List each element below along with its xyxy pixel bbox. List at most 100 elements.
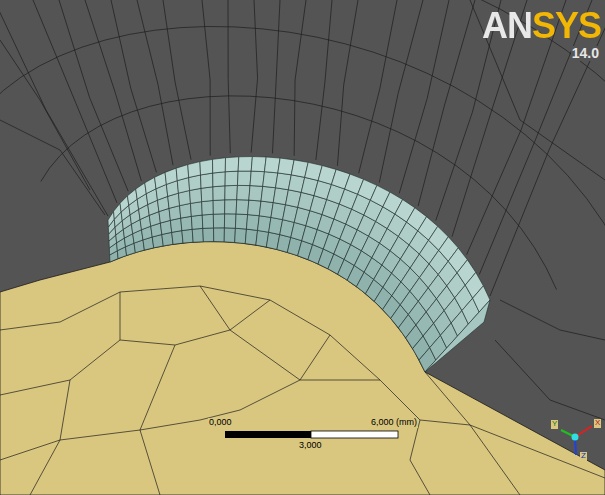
background-mesh-line	[137, 0, 173, 165]
body-mesh-line	[300, 380, 380, 381]
band-mesh-cell	[214, 228, 225, 242]
band-mesh-cell	[236, 200, 249, 215]
background-mesh-line	[359, 0, 397, 173]
band-mesh-cell	[202, 214, 213, 228]
band-mesh-cell	[172, 231, 183, 245]
axis-label: Y	[551, 420, 558, 429]
band-mesh-cell	[180, 203, 192, 218]
background-mesh-line	[251, 0, 257, 153]
background-mesh-line	[111, 0, 156, 172]
yellow-body	[0, 242, 605, 495]
band-mesh-cell	[201, 173, 213, 188]
background-mesh-line	[316, 0, 332, 160]
background-mesh-line	[33, 0, 117, 203]
background-mesh-line	[85, 0, 141, 181]
scale-start: 0,000	[208, 418, 233, 428]
background-mesh-line	[202, 0, 210, 156]
body-mesh-line	[140, 420, 200, 430]
background-mesh-line	[272, 0, 280, 153]
band-mesh-cell	[237, 171, 251, 186]
body-mesh-line	[0, 340, 120, 395]
body-mesh-line	[60, 286, 380, 380]
background-mesh-line	[0, 0, 108, 216]
scale-bar-white	[311, 431, 398, 438]
body-mesh-line	[425, 372, 470, 425]
band-mesh-cell	[136, 183, 147, 199]
body-mesh-line	[200, 286, 230, 330]
software-logo: ANSYS	[482, 6, 601, 46]
band-mesh-cell	[225, 200, 237, 214]
background-mesh-line	[470, 0, 605, 180]
background-mesh-line	[0, 27, 605, 278]
background-mesh-line	[399, 0, 449, 193]
band-mesh-cell	[176, 165, 189, 181]
band-mesh-cell	[127, 189, 137, 205]
background-mesh-line	[294, 0, 306, 156]
background-mesh-line	[500, 300, 605, 340]
body-mesh-line	[30, 440, 60, 495]
band-mesh-cell	[235, 228, 247, 243]
band-mesh-cell	[235, 214, 247, 229]
band-mesh-cell	[237, 185, 250, 200]
scale-end: 6,000 (mm)	[370, 418, 418, 428]
background-mesh-line	[337, 0, 358, 166]
band-mesh-cell	[108, 211, 114, 227]
band-mesh-cell	[213, 186, 225, 201]
band-mesh-cell	[201, 187, 213, 202]
body-mesh-line	[200, 380, 300, 420]
band-mesh-cell	[224, 228, 235, 243]
background-mesh-line	[495, 340, 605, 420]
band-mesh-cell	[203, 228, 214, 242]
band-mesh-cell	[251, 157, 266, 172]
axis-label: Z	[580, 452, 587, 461]
body-mesh-line	[120, 292, 121, 340]
band-mesh-cell	[213, 172, 226, 187]
band-mesh-cell	[190, 202, 202, 217]
background-mesh-line	[228, 0, 230, 153]
background-mesh-line	[418, 0, 475, 206]
scale-middle: 3,000	[298, 441, 323, 451]
body-mesh-line	[0, 322, 60, 330]
body-surface	[0, 242, 605, 495]
band-mesh-cell	[238, 157, 252, 172]
band-mesh-cell	[192, 228, 203, 242]
scale-bar	[225, 431, 398, 438]
band-mesh-cell	[225, 157, 239, 172]
band-mesh-cell	[182, 229, 193, 243]
band-mesh-cell	[246, 215, 259, 231]
band-mesh-cell	[250, 171, 264, 186]
band-mesh-cell	[263, 172, 278, 188]
band-mesh-cell	[145, 177, 156, 193]
band-mesh-cell	[191, 215, 202, 229]
background-mesh-line	[59, 0, 128, 191]
body-mesh-line	[140, 430, 160, 495]
background-mesh-line	[0, 120, 105, 215]
body-mesh-line	[120, 300, 270, 345]
band-mesh-cell	[213, 200, 225, 214]
band-mesh-cell	[200, 159, 213, 175]
band-mesh-cell	[213, 214, 224, 228]
band-mesh-cell	[248, 200, 261, 216]
band-mesh-cell	[225, 171, 238, 186]
band-mesh-cell	[264, 157, 280, 173]
version-number: 14.0	[571, 46, 600, 61]
band-mesh-cell	[114, 203, 122, 219]
body-mesh-line	[410, 420, 430, 495]
scale-bar-black	[225, 431, 311, 438]
band-mesh-cell	[224, 214, 236, 228]
teal-band-mesh	[108, 157, 490, 372]
band-mesh-cell	[225, 185, 238, 199]
axis-triad	[561, 426, 592, 455]
axis-label: X	[594, 419, 601, 428]
band-mesh-cell	[181, 216, 193, 230]
band-mesh-cell	[213, 158, 226, 173]
band-mesh-cell	[245, 229, 257, 245]
band-end-face	[425, 300, 490, 372]
body-mesh-line	[470, 425, 605, 478]
background-mesh-line	[0, 40, 90, 190]
band-mesh-cell	[202, 200, 214, 215]
body-mesh-line	[60, 345, 175, 440]
background-mesh-line	[379, 0, 423, 183]
